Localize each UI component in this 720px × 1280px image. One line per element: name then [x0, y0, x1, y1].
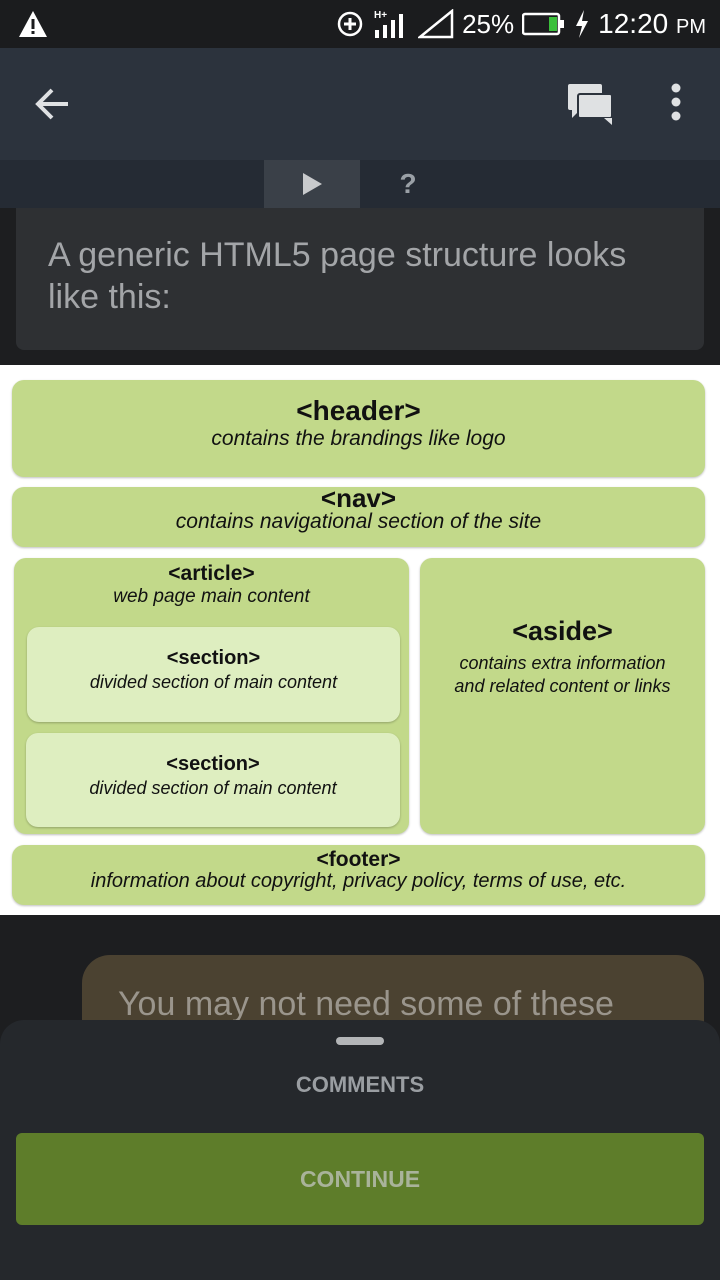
diagram-section-box: <section> divided section of main conten…: [27, 627, 400, 722]
tab-play[interactable]: [264, 160, 360, 208]
continue-button[interactable]: CONTINUE: [16, 1133, 704, 1225]
nav-tag: <nav>: [320, 483, 397, 513]
clock: 12:20 PM: [598, 8, 706, 39]
aside-tag: <aside>: [512, 616, 613, 646]
app-bar: [0, 48, 720, 160]
aside-desc-line1: contains extra information: [459, 653, 666, 673]
lesson-next-text: You may not need some of these: [118, 985, 614, 1023]
battery-icon: [522, 12, 565, 36]
charging-icon: [576, 10, 589, 38]
section-desc: divided section of main content: [89, 672, 338, 692]
article-tag: <article>: [168, 562, 255, 585]
battery-percent: 25%: [462, 8, 515, 39]
tab-help[interactable]: ?: [399, 168, 417, 199]
lesson-intro-text: A generic HTML5 page structure looks lik…: [48, 236, 627, 316]
lesson-tabs: ?: [0, 160, 720, 208]
diagram-section-box: <section> divided section of main conten…: [26, 733, 400, 827]
more-vert-icon[interactable]: [664, 82, 688, 122]
drag-handle[interactable]: [336, 1037, 384, 1045]
diagram-nav-box: <nav> contains navigational section of t…: [12, 483, 705, 547]
data-saver-icon: [337, 11, 363, 37]
bottom-sheet: COMMENTS CONTINUE: [0, 1020, 720, 1280]
diagram-header-box: <header> contains the brandings like log…: [12, 380, 705, 477]
chat-bubbles-icon[interactable]: [566, 82, 616, 128]
status-bar: H+ 25% 12:20 PM: [0, 0, 720, 48]
footer-desc: information about copyright, privacy pol…: [90, 870, 627, 892]
footer-tag: <footer>: [316, 848, 401, 871]
header-tag: <header>: [296, 395, 421, 426]
play-icon: [303, 173, 322, 195]
arrow-left-icon[interactable]: [32, 84, 72, 124]
comments-button[interactable]: COMMENTS: [295, 1072, 425, 1097]
section-desc: divided section of main content: [89, 778, 337, 798]
header-desc: contains the brandings like logo: [211, 427, 506, 450]
section-tag: <section>: [166, 753, 260, 775]
diagram-footer-box: <footer> information about copyright, pr…: [12, 845, 705, 905]
article-desc: web page main content: [113, 586, 310, 607]
cell-signal-icon: [418, 9, 454, 39]
svg-text:H+: H+: [374, 10, 387, 21]
signal-hplus-icon: H+: [374, 10, 404, 38]
warning-icon: [19, 11, 47, 37]
diagram-aside-box: <aside> contains extra information and r…: [420, 558, 705, 834]
html5-structure-diagram: <header> contains the brandings like log…: [0, 365, 720, 915]
aside-desc-line2: and related content or links: [454, 676, 671, 696]
nav-desc: contains navigational section of the sit…: [175, 510, 542, 533]
section-tag: <section>: [166, 647, 261, 669]
lesson-card: A generic HTML5 page structure looks lik…: [16, 208, 704, 350]
